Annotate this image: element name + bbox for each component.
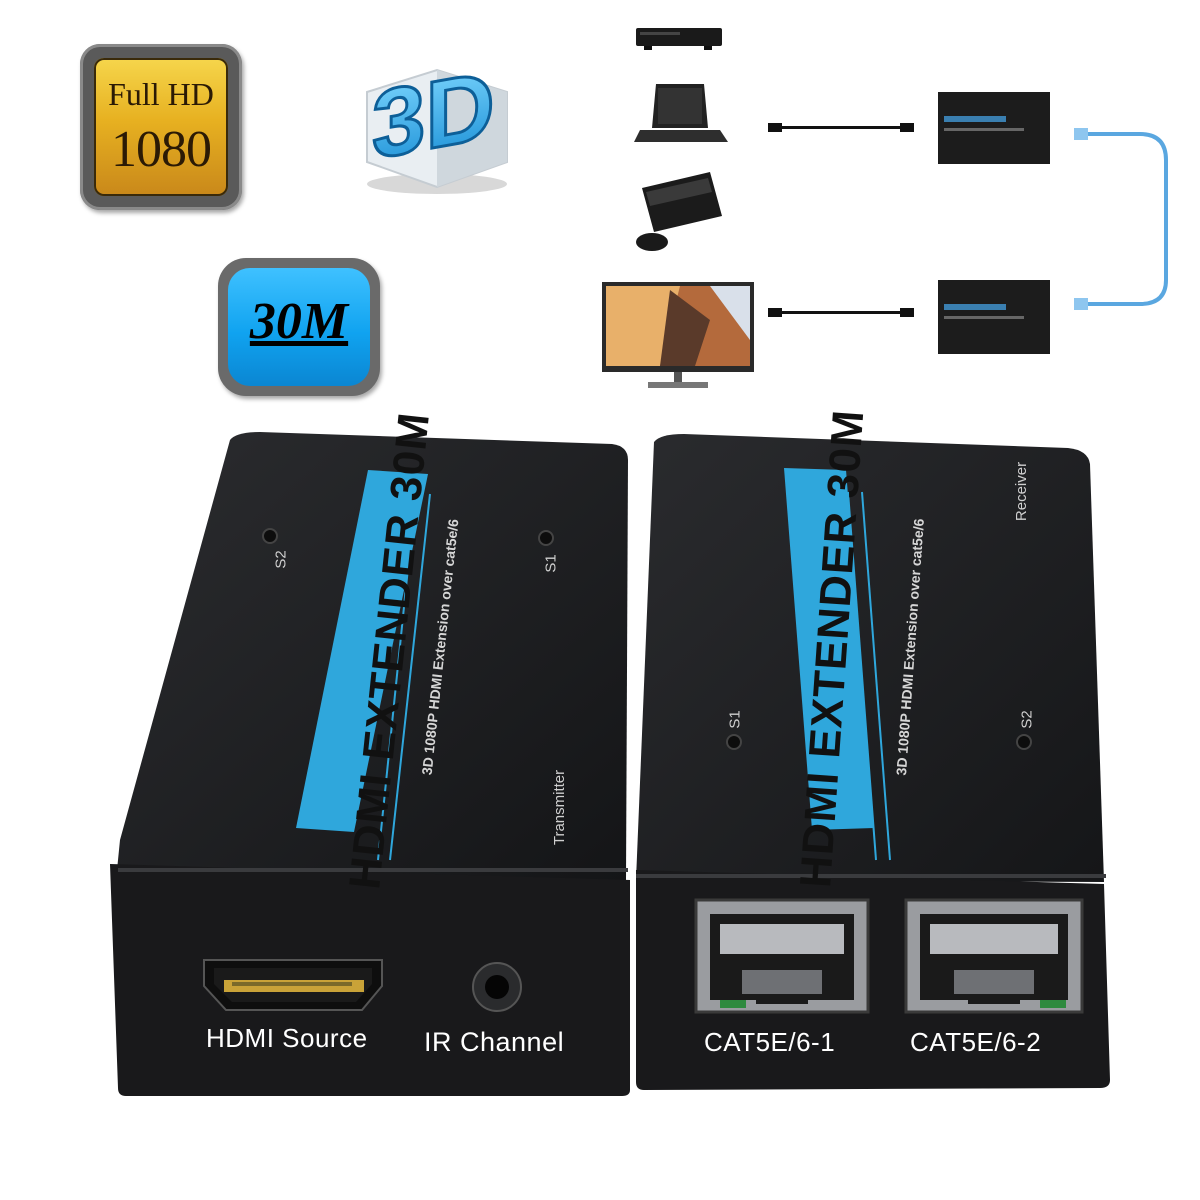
screw-icon	[262, 528, 278, 544]
ir-channel-label: IR Channel	[424, 1027, 565, 1057]
receiver-stripe	[784, 468, 874, 830]
transmitter-side-label: Transmitter	[551, 769, 569, 846]
receiver-unit	[636, 434, 1110, 1090]
cat5e-port-2-label: CAT5E/6-2	[910, 1027, 1042, 1057]
screw-icon	[538, 530, 554, 546]
screw-icon	[1016, 734, 1032, 750]
transmitter-unit	[110, 432, 630, 1096]
full-hd-1080-badge: Full HD 1080	[80, 44, 242, 210]
dvd-player-icon	[636, 28, 722, 50]
receiver-screw-label-s2: S2	[1018, 710, 1036, 729]
hdmi-cable-icon	[768, 308, 914, 317]
screw-icon	[726, 734, 742, 750]
connection-diagram	[602, 28, 1168, 388]
product-photo	[110, 432, 1110, 1096]
resolution-text: 1080	[111, 121, 212, 178]
receiver-screw-label-s1: S1	[726, 710, 744, 729]
30m-length-badge: 30M	[218, 258, 380, 396]
cat5e-port-1-label: CAT5E/6-1	[704, 1027, 836, 1057]
transmitter-screw-label-s2: S2	[272, 550, 290, 569]
rj45-port-2[interactable]	[904, 898, 1084, 1014]
tv-icon	[602, 282, 754, 388]
hdmi-cable-icon	[768, 123, 914, 132]
rj45-port-1[interactable]	[694, 898, 870, 1014]
ir-jack[interactable]	[472, 962, 522, 1012]
hdmi-port[interactable]	[203, 959, 383, 1011]
ethernet-cable-icon	[1074, 128, 1168, 310]
3d-badge: 3D	[366, 52, 508, 194]
extender-box-icon	[938, 280, 1050, 354]
transmitter-stripe	[296, 470, 428, 832]
receiver-side-label: Receiver	[1013, 461, 1031, 522]
game-console-icon	[636, 172, 722, 251]
full-hd-text: Full HD	[108, 76, 214, 112]
laptop-icon	[634, 84, 728, 142]
length-text: 30M	[249, 293, 349, 350]
extender-box-icon	[938, 92, 1050, 164]
3d-text: 3D	[372, 52, 495, 180]
transmitter-screw-label-s1: S1	[542, 554, 560, 573]
hdmi-source-label: HDMI Source	[206, 1023, 368, 1053]
